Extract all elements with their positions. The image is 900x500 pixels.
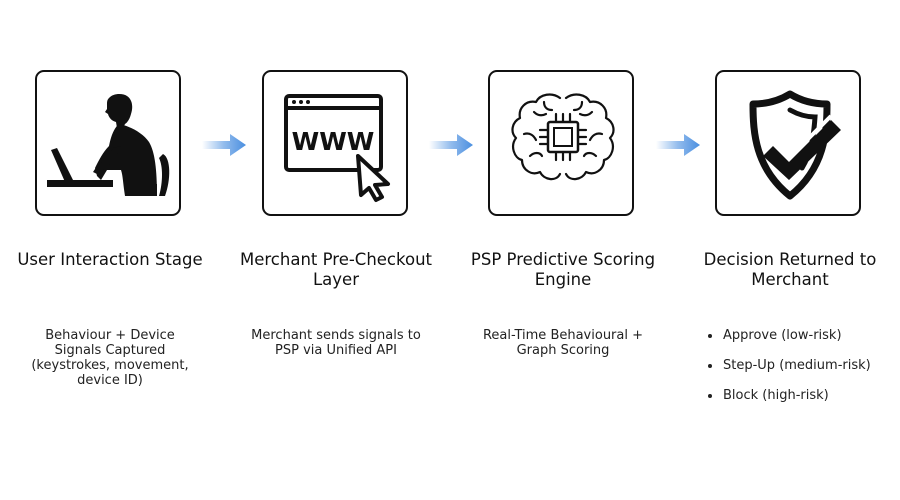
stage-title-decision: Decision Returned to Merchant bbox=[703, 250, 877, 289]
stage-description-merchant: Merchant sends signals to PSP via Unifie… bbox=[251, 328, 421, 358]
shield-check-icon bbox=[749, 90, 841, 200]
stage-description-user-interaction: Behaviour + Device Signals Captured (key… bbox=[31, 328, 189, 388]
brain-chip-icon bbox=[511, 93, 615, 181]
decision-outcome-step-up: Step-Up (medium-risk) bbox=[707, 358, 871, 388]
stage-card-psp-engine bbox=[488, 70, 634, 216]
stage-card-decision bbox=[715, 70, 861, 216]
www-browser-cursor-icon: WWW bbox=[284, 94, 390, 202]
decision-outcome-list: Approve (low-risk) Step-Up (medium-risk)… bbox=[707, 328, 871, 418]
stage-card-user-interaction bbox=[35, 70, 181, 216]
stage-card-merchant: WWW bbox=[262, 70, 408, 216]
stage-description-psp-engine: Real-Time Behavioural + Graph Scoring bbox=[482, 328, 644, 358]
decision-outcome-approve: Approve (low-risk) bbox=[707, 328, 871, 358]
stage-title-user-interaction: User Interaction Stage bbox=[17, 250, 203, 269]
browser-www-text: WWW bbox=[292, 127, 375, 156]
right-arrow-icon bbox=[429, 134, 473, 156]
right-arrow-icon bbox=[656, 134, 700, 156]
decision-outcome-block: Block (high-risk) bbox=[707, 388, 871, 418]
right-arrow-icon bbox=[202, 134, 246, 156]
stage-title-merchant: Merchant Pre-Checkout Layer bbox=[240, 250, 432, 289]
stage-title-psp-engine: PSP Predictive Scoring Engine bbox=[470, 250, 656, 289]
person-laptop-icon bbox=[47, 93, 170, 196]
